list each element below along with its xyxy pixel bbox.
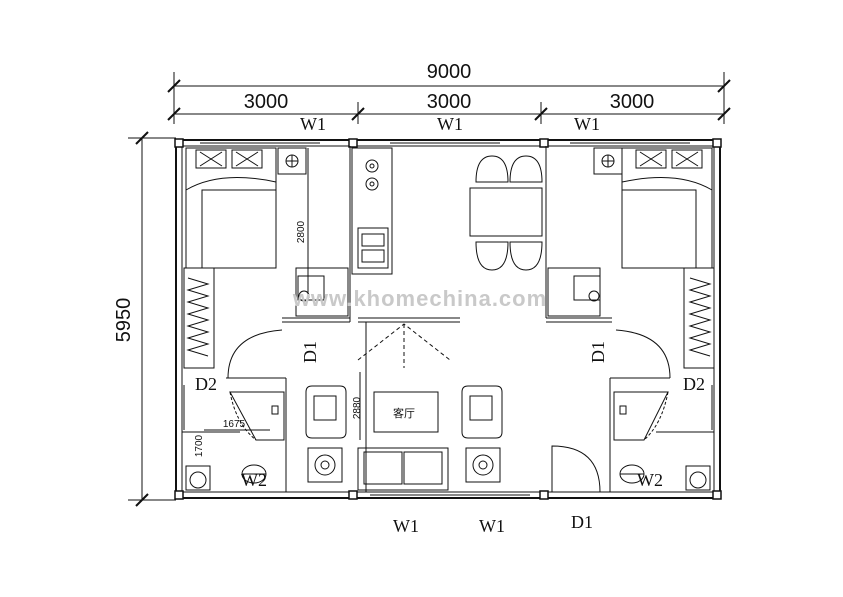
left-nightstand — [277, 147, 307, 175]
kitchen-length-label: 2800 — [296, 220, 307, 243]
right-nightstand — [593, 147, 623, 175]
module-1-width-label: 3000 — [244, 91, 289, 113]
bath-width-label: 1675 — [223, 419, 246, 430]
left-bathroom — [183, 329, 285, 491]
living-furniture — [305, 385, 503, 491]
bath-window-label-right: W2 — [637, 470, 663, 490]
kitchen-arrow — [357, 323, 451, 368]
bath-window-label-left: W2 — [241, 470, 267, 490]
window-label-top-mid: W1 — [437, 114, 463, 134]
door-label-bath-left: D2 — [195, 374, 217, 394]
left-wardrobe — [183, 267, 215, 369]
watermark-text: www.khomechina.com — [292, 286, 547, 311]
module-2-width-label: 3000 — [427, 91, 472, 113]
total-depth-label: 5950 — [113, 298, 135, 343]
right-wardrobe — [683, 267, 715, 369]
living-length-label: 2880 — [352, 396, 363, 419]
interior-walls — [182, 146, 714, 492]
window-label-bottom-right: W1 — [479, 516, 505, 536]
window-label-bottom-left: W1 — [393, 516, 419, 536]
right-bathroom — [551, 329, 713, 493]
module-3-width-label: 3000 — [610, 91, 655, 113]
window-label-top-right: W1 — [574, 114, 600, 134]
door-label-bedroom-left: D1 — [300, 341, 320, 363]
window-label-top-left: W1 — [300, 114, 326, 134]
left-bed — [185, 147, 277, 269]
right-bed — [621, 147, 713, 269]
total-width-label: 9000 — [427, 61, 472, 83]
bath-depth-label: 1700 — [194, 434, 205, 457]
kitchen-counter — [351, 147, 393, 275]
door-label-entry: D1 — [571, 512, 593, 532]
top-dimensions — [167, 72, 731, 124]
dining-table — [469, 155, 543, 271]
door-label-bath-right: D2 — [683, 374, 705, 394]
door-label-bedroom-right: D1 — [588, 341, 608, 363]
left-dimension — [128, 131, 176, 507]
living-room-label: 客厅 — [393, 406, 415, 420]
right-desk — [547, 267, 601, 317]
